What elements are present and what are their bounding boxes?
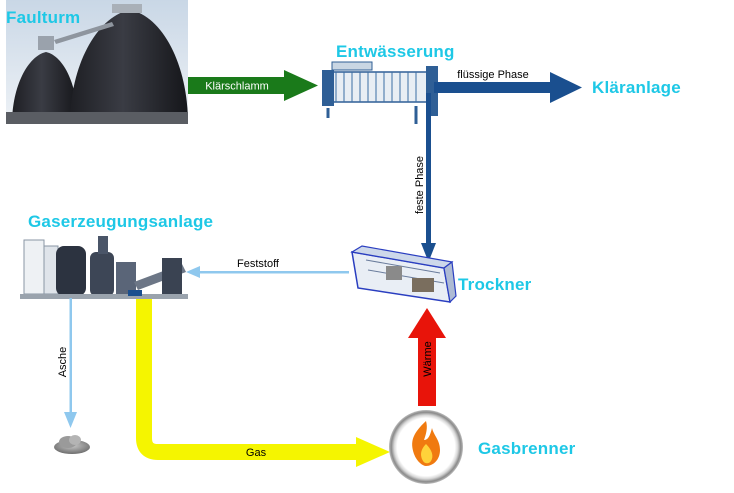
- asche-arrow: [64, 298, 77, 428]
- klaerschlamm-arrow: [188, 70, 318, 101]
- entwaesserung-machine: [322, 61, 438, 124]
- gaserzeugung-title: Gaserzeugungsanlage: [28, 212, 214, 231]
- fluessige-phase-label: flüssige Phase: [457, 69, 529, 81]
- entwaesserung-title: Entwässerung: [336, 42, 455, 61]
- gaserzeugung-machine: [20, 236, 188, 299]
- feststoff-label: Feststoff: [237, 258, 280, 270]
- gasbrenner-title: Gasbrenner: [478, 439, 576, 458]
- feststoff-arrow: [186, 266, 349, 278]
- ash-pile: [54, 435, 90, 454]
- gasbrenner-icon: [389, 410, 463, 484]
- gas-label: Gas: [246, 447, 267, 459]
- klaeranlage-title: Kläranlage: [592, 78, 681, 97]
- faulturm-title: Faulturm: [6, 8, 81, 27]
- waerme-label: Wärme: [422, 341, 434, 376]
- gas-arrow: [136, 299, 390, 467]
- klaerschlamm-label: Klärschlamm: [205, 81, 269, 93]
- trockner-title: Trockner: [458, 275, 532, 294]
- faulturm-photo: [6, 0, 188, 124]
- feste-phase-arrow: [421, 93, 436, 262]
- waerme-arrow: [408, 308, 446, 406]
- asche-label: Asche: [57, 347, 69, 378]
- feste-phase-label: feste Phase: [414, 156, 426, 214]
- trockner-machine: [350, 245, 457, 304]
- fluessige-phase-arrow: [434, 72, 582, 103]
